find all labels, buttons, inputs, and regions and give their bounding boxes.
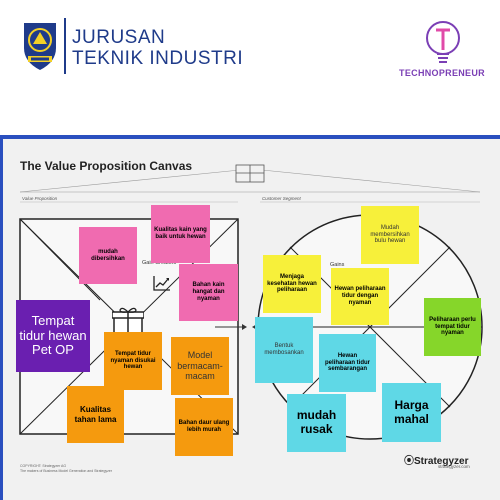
gain-creators-label: Gain Creators (142, 260, 177, 266)
strategyzer-mark-icon: ⦿ (404, 456, 414, 467)
note-kualitas-kain: Kualitas kain yang baik untuk hewan (151, 205, 210, 263)
note-menjaga-kesehatan: Menjaga kesehatan hewan peliharaan (263, 255, 321, 313)
chart-icon (153, 276, 170, 291)
value-proposition-label: Value Proposition (22, 196, 58, 201)
department-line-1: JURUSAN (72, 27, 166, 48)
strategyzer-url: strategyzer.com (438, 464, 470, 469)
brand-name: TECHNOPRENEUR (399, 68, 485, 78)
note-model-bermacam: Model bermacam-macam (171, 337, 229, 395)
note-hewan-tidur-nyaman: Hewan peliharaan tidur dengan nyaman (331, 268, 389, 325)
copyright-text: COPYRIGHT: Strategyzer AG The makers of … (20, 464, 113, 473)
department-line-2: TEKNIK INDUSTRI (72, 48, 244, 69)
header: JURUSAN TEKNIK INDUSTRI TECHNOPRENEUR (0, 0, 500, 138)
note-bahan-kain: Bahan kain hangat dan nyaman (179, 264, 238, 321)
header-divider (64, 18, 66, 74)
note-peliharaan-perlu: Peliharaan perlu tempat tidur nyaman (424, 298, 481, 356)
strategyzer-logo: ⦿Strategyzer (404, 452, 468, 467)
note-mudah-rusak: mudah rusak (287, 394, 346, 452)
note-bahan-daur: Bahan daur ulang lebih murah (175, 398, 233, 456)
left-edge-band (0, 139, 3, 500)
note-tempat-tidur-pet: Tempat tidur hewan Pet OP (16, 300, 90, 372)
strategyzer-label: Strategyzer (414, 456, 469, 467)
note-kualitas-tahan: Kualitas tahan lama (67, 386, 124, 443)
university-logo-icon (24, 23, 56, 70)
lightbulb-icon (426, 21, 460, 63)
note-bentuk-membosankan: Bentuk membosankan (255, 317, 313, 383)
note-mudah-dibersihkan: mudah dibersihkan (79, 227, 137, 284)
customer-segment-label: Customer Segment (262, 196, 301, 201)
gains-label: Gains (330, 262, 345, 268)
canvas-title: The Value Proposition Canvas (20, 159, 193, 173)
note-hewan-sembarangan: Hewan peliharaan tidur sembarangan (319, 334, 376, 392)
note-tempat-tidur-nyaman: Tempat tidur nyaman disukai hewan (104, 332, 162, 390)
header-band (0, 135, 500, 139)
note-mudah-membersihkan: Mudah membersihkan bulu hewan (361, 206, 419, 264)
note-harga-mahal: Harga mahal (382, 383, 441, 442)
